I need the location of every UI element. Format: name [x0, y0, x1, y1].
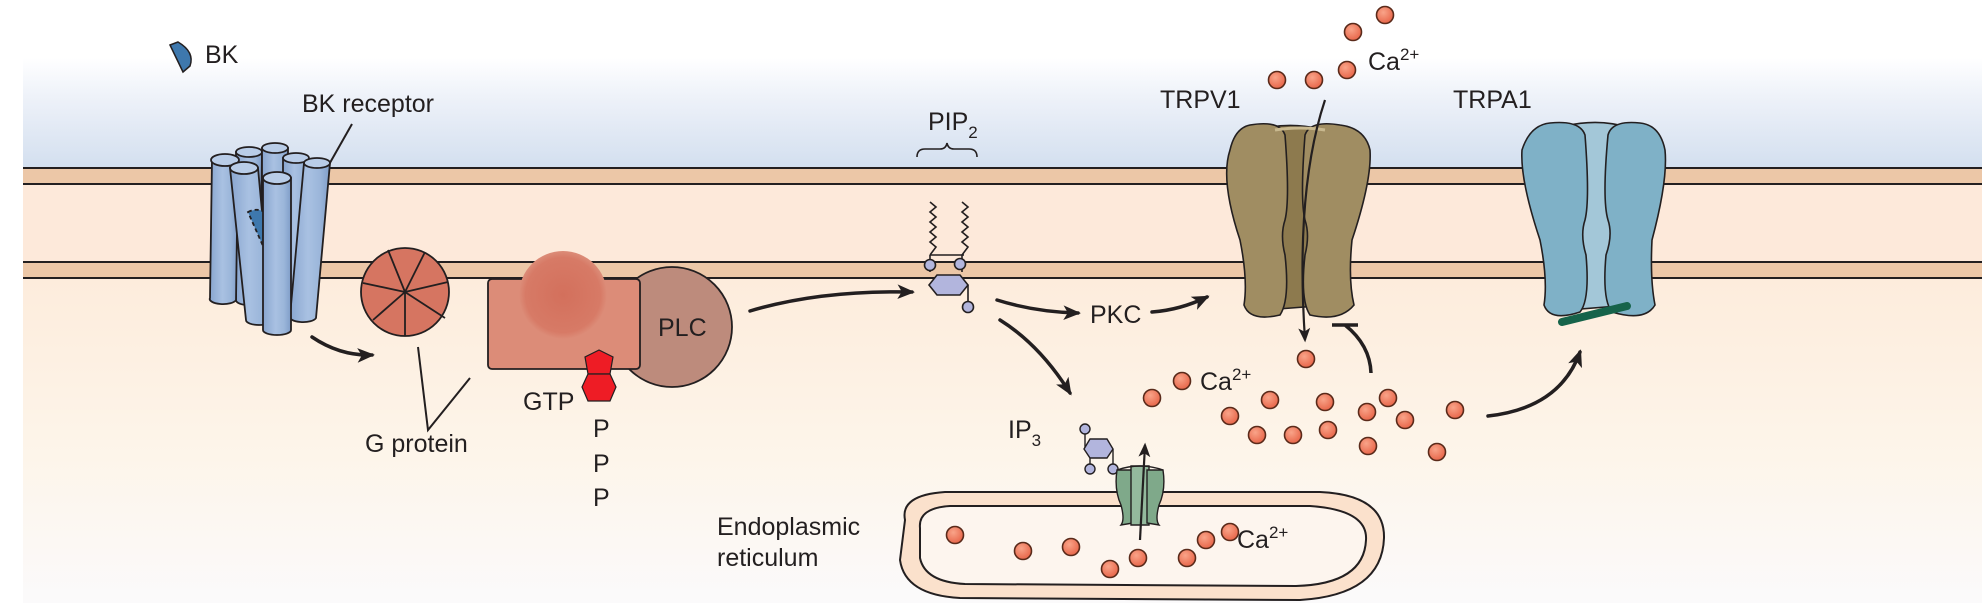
calcium-ion — [1196, 530, 1216, 550]
calcium-ion — [1128, 548, 1148, 568]
calcium-ion — [1304, 70, 1324, 90]
phosphate-1: P — [593, 415, 610, 443]
bk-label: BK — [205, 41, 239, 69]
calcium-ion — [1260, 390, 1280, 410]
calcium-ion — [1337, 60, 1357, 80]
calcium-ion — [1378, 388, 1398, 408]
trpa1-activation-bar — [1558, 302, 1631, 326]
calcium-ion — [1061, 537, 1081, 557]
pip2-label: PIP2 — [928, 108, 978, 142]
calcium-ion — [1100, 559, 1120, 579]
calcium-ion — [1013, 541, 1033, 561]
phosphate-3: P — [593, 484, 610, 512]
trpa1-label: TRPA1 — [1453, 86, 1532, 114]
gtp-icon — [581, 349, 617, 402]
calcium-ion — [1247, 425, 1267, 445]
phosphate-2: P — [593, 450, 610, 478]
calcium-ion — [1283, 425, 1303, 445]
bk-receptor — [208, 142, 331, 336]
calcium-ion — [1318, 420, 1338, 440]
g-protein — [360, 247, 450, 337]
g-alpha-spot — [519, 251, 607, 339]
bk-receptor-label: BK receptor — [302, 90, 434, 118]
pip2-brace — [916, 142, 978, 158]
arrow-calcium-to-trpa1 — [1486, 349, 1582, 418]
calcium-ions-er — [945, 522, 1240, 579]
arrow-pkc-to-trpv1 — [1150, 295, 1210, 314]
pkc-label: PKC — [1090, 301, 1141, 329]
er-label-line2: reticulum — [717, 544, 818, 572]
calcium-ions-cytosol — [1142, 349, 1465, 462]
arrow-calcium-influx-trpv1 — [1298, 99, 1327, 343]
trpv1-label: TRPV1 — [1160, 86, 1241, 114]
calcium-ion — [1395, 410, 1415, 430]
calcium-ion — [945, 525, 965, 545]
calcium-feedback-inhibition — [1332, 323, 1373, 374]
g-protein-leader-lines — [417, 346, 471, 433]
arrow-pip2-to-ip3 — [998, 318, 1072, 396]
gtp-label: GTP — [523, 388, 574, 416]
arrow-pip2-to-pkc — [995, 298, 1081, 320]
er-label-line1: Endoplasmic — [717, 513, 860, 541]
arrow-receptor-to-gprotein — [310, 335, 375, 363]
calcium-ion — [1445, 400, 1465, 420]
calcium-ion — [1427, 442, 1447, 462]
calcium-ion — [1343, 22, 1363, 42]
calcium-ion — [1177, 548, 1197, 568]
calcium-ion — [1358, 436, 1378, 456]
arrow-er-calcium-release — [1138, 442, 1151, 541]
ip3-receptor-channel — [1115, 465, 1165, 526]
calcium-ion — [1172, 371, 1192, 391]
arrow-plc-to-pip2 — [748, 284, 915, 313]
plc-complex: PLC — [487, 251, 733, 388]
bk-ligand-icon — [168, 41, 192, 74]
ca-er-label: Ca2+ — [1237, 523, 1288, 554]
g-protein-label: G protein — [365, 430, 468, 458]
calcium-ion — [1375, 5, 1395, 25]
calcium-ion — [1267, 70, 1287, 90]
calcium-ion — [1296, 349, 1316, 369]
calcium-ion — [1357, 402, 1377, 422]
ip3-molecule — [1079, 423, 1119, 475]
ca-extracellular-label: Ca2+ — [1368, 45, 1419, 76]
calcium-ion — [1220, 406, 1240, 426]
calcium-ion — [1220, 522, 1240, 542]
pip2-molecule — [923, 201, 975, 314]
trpv1-channel — [1225, 122, 1371, 318]
plc-label: PLC — [658, 314, 707, 342]
ca-cytosol-label: Ca2+ — [1200, 365, 1251, 396]
ip3-label: IP3 — [1008, 416, 1041, 450]
endoplasmic-reticulum — [898, 491, 1386, 602]
calcium-ion — [1142, 388, 1162, 408]
calcium-ion — [1315, 392, 1335, 412]
trpa1-channel — [1521, 121, 1667, 317]
calcium-ions-extracellular — [1267, 5, 1395, 90]
